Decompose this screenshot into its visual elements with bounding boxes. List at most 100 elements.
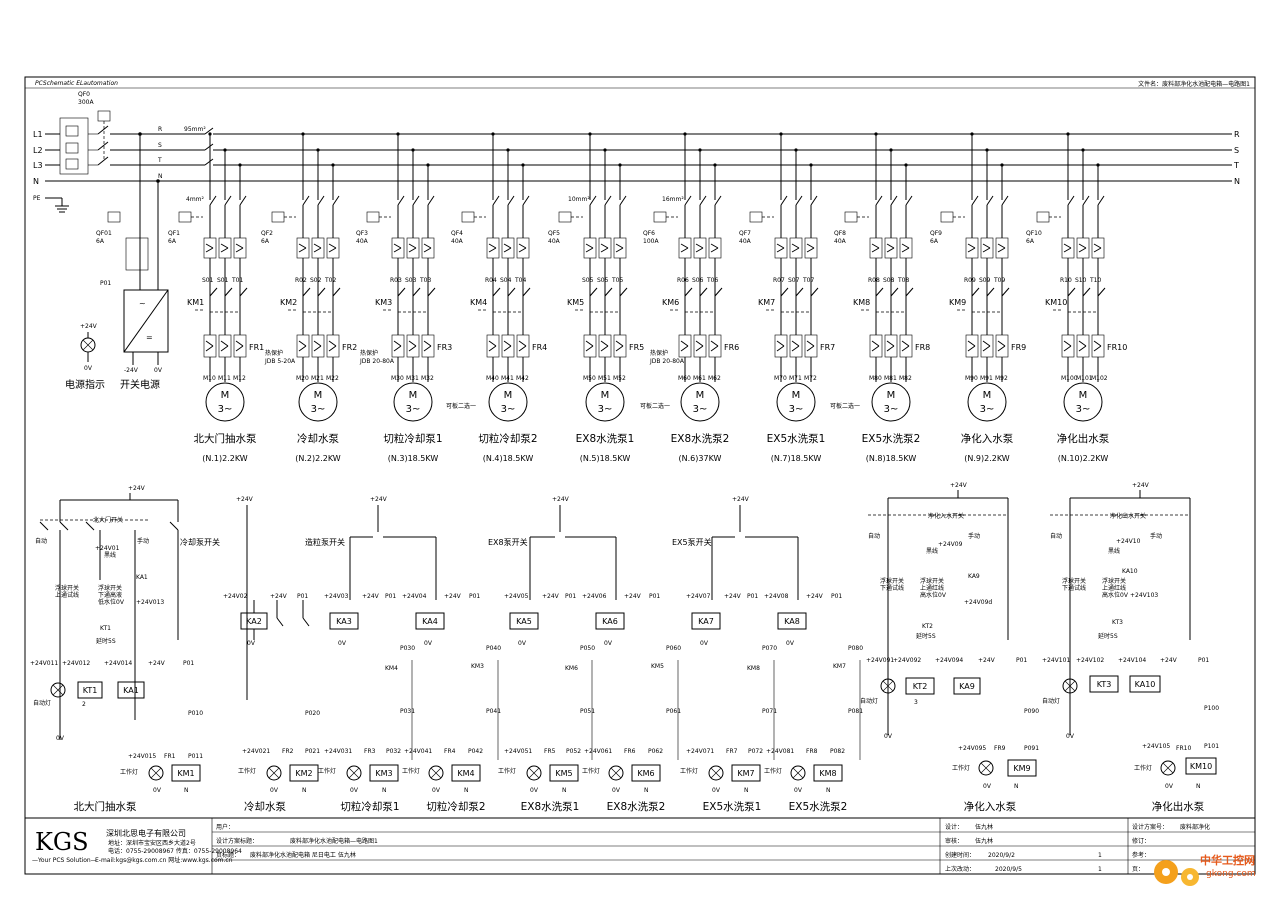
relay-contact: KA1 — [136, 574, 148, 581]
motor-m: M — [1079, 390, 1088, 401]
bus-junction — [301, 132, 305, 136]
overload-tag: FR8 — [915, 343, 930, 352]
interlock-note: 可板二选一 — [640, 402, 670, 410]
circuit-title: EX5水洗泵2 — [789, 801, 848, 813]
bus-junction — [208, 132, 212, 136]
terminal-tag: M41 — [501, 375, 514, 382]
motor-power: (N.9)2.2KW — [964, 454, 1010, 463]
wire-tag: +24V09d — [964, 599, 992, 606]
supply-24v: +24V — [1132, 482, 1150, 489]
motor-power: (N.4)18.5KW — [483, 454, 534, 463]
svg-text:+24V: +24V — [80, 323, 98, 330]
contactor-tag: KM6 — [662, 298, 679, 307]
wire-tag: +24V05 — [504, 593, 529, 600]
svg-text:0V: 0V — [84, 365, 93, 372]
lamp-label: 自动灯 — [860, 697, 878, 705]
svg-text:~: ~ — [139, 299, 146, 308]
svg-text:废料部净化水池配电箱—电路图1: 废料部净化水池配电箱—电路图1 — [290, 837, 378, 845]
n-label: N — [644, 787, 649, 794]
motor-symbol — [488, 382, 528, 422]
relay-coil: KA3 — [336, 617, 352, 626]
contactor-tag: KM5 — [567, 298, 584, 307]
terminal-tag: M32 — [421, 375, 434, 382]
wire-tag: P071 — [762, 708, 777, 715]
wire-tag: P01 — [385, 593, 396, 600]
svg-text:伍九林: 伍九林 — [975, 837, 993, 845]
motor-name: EX8水洗泵1 — [576, 433, 635, 445]
overload-tag: FR2 — [342, 343, 357, 352]
svg-text:页：: 页： — [1132, 866, 1144, 873]
contactor-contact: KM7 — [833, 663, 846, 670]
float-sub: 高水位0V — [1102, 591, 1129, 599]
zero-label: 0V — [338, 640, 347, 647]
bus-junction — [316, 148, 320, 152]
circuit-title: 冷却水泵 — [244, 800, 286, 813]
bus-junction — [889, 148, 893, 152]
bus-junction — [506, 148, 510, 152]
wire-tag: P072 — [748, 748, 763, 755]
contactor-tag: KM10 — [1045, 298, 1067, 307]
svg-text:S: S — [158, 142, 162, 149]
supply-24v: +24V — [236, 496, 254, 503]
lamp-label: 工作灯 — [402, 767, 420, 775]
overload-tag: FR6 — [724, 343, 739, 352]
zero-label: 0V — [884, 733, 893, 740]
selector-switch-label: 净化入水开关 — [928, 512, 964, 520]
auto-label: 自动 — [1050, 532, 1062, 540]
zero-label: 0V — [153, 787, 162, 794]
pe-label: PE — [33, 195, 41, 202]
bus-junction — [1081, 148, 1085, 152]
wire-tag: R04 — [485, 277, 497, 284]
wire-tag: P01 — [747, 593, 758, 600]
motor-name: EX5水洗泵1 — [767, 433, 826, 445]
timer-coil: KT1 — [83, 686, 98, 695]
zero-label: 0V — [612, 787, 621, 794]
supply-24v: +24V — [270, 593, 288, 600]
relay-contact: KA9 — [968, 573, 980, 580]
svg-text:T: T — [157, 157, 162, 164]
bus-junction — [223, 148, 227, 152]
overload-contact: FR5 — [544, 748, 556, 755]
motor-symbol — [585, 382, 625, 422]
svg-text:设计方案号：: 设计方案号： — [1132, 823, 1168, 831]
overload-contact: FR8 — [806, 748, 818, 755]
selector-switch-label: 净化出水开关 — [1110, 512, 1146, 520]
svg-text:R: R — [158, 126, 162, 133]
motor-power: (N.8)18.5KW — [866, 454, 917, 463]
motor-phase: 3~ — [406, 404, 421, 415]
motor-phase: 3~ — [693, 404, 708, 415]
svg-text:2020/9/2: 2020/9/2 — [988, 852, 1015, 859]
svg-text:修订：: 修订： — [1132, 837, 1150, 845]
motor-phase: 3~ — [884, 404, 899, 415]
overload-contact: FR3 — [364, 748, 376, 755]
indicator-lamp — [428, 765, 444, 781]
motor-phase: 3~ — [789, 404, 804, 415]
svg-text:N: N — [158, 173, 163, 180]
svg-text:上次改动：: 上次改动： — [945, 865, 975, 873]
circuit-title: EX5水洗泵1 — [703, 801, 762, 813]
motor-power: (N.10)2.2KW — [1058, 454, 1109, 463]
circuit-title: 净化出水泵 — [1152, 800, 1205, 813]
thermal-note: 热保护 — [265, 349, 283, 357]
zero-label: 0V — [700, 640, 709, 647]
bus-junction — [588, 132, 592, 136]
terminal-tag: M72 — [804, 375, 817, 382]
manual-label: 手动 — [968, 532, 980, 540]
motor-name: 切粒冷却泵1 — [383, 432, 442, 445]
zero-label: 0V — [712, 787, 721, 794]
phase-l2: L2 — [33, 146, 43, 155]
relay-coil: KA10 — [1135, 680, 1156, 689]
svg-text:参考：: 参考： — [1132, 851, 1150, 859]
wire-tag: +24V095 — [958, 745, 986, 752]
relay-contact: KA10 — [1122, 568, 1138, 575]
svg-text:设计方案标题：: 设计方案标题： — [216, 837, 258, 845]
svg-text:页标题：: 页标题： — [216, 851, 240, 859]
phase-n: N — [33, 177, 39, 186]
bus-junction — [904, 163, 908, 167]
overload-contact: FR7 — [726, 748, 738, 755]
wire-tag: P030 — [400, 645, 415, 652]
watermark: 中华工控网 gkong.com — [1154, 853, 1256, 886]
